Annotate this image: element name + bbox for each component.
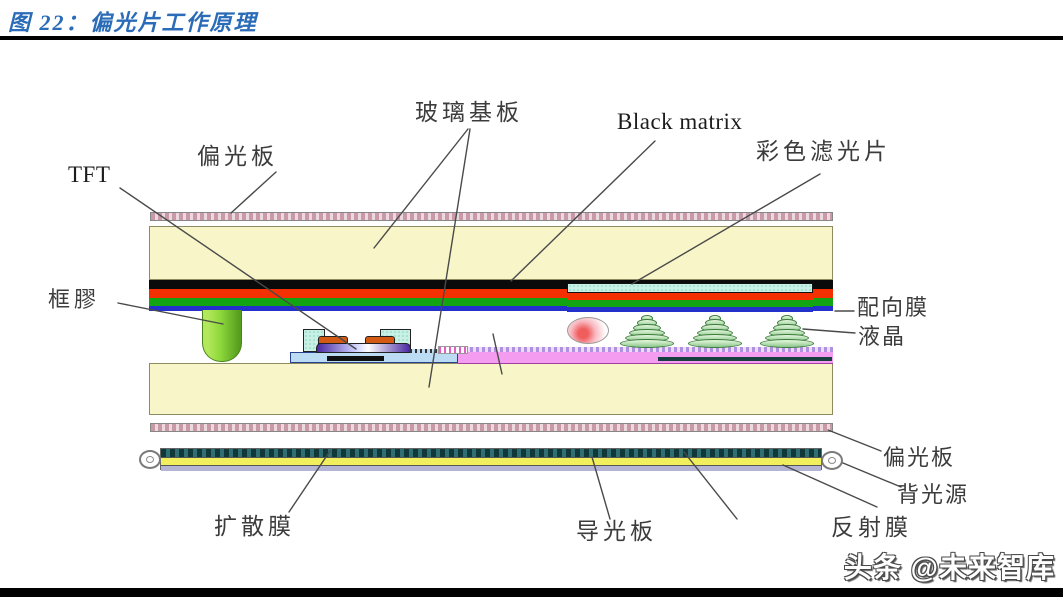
tft-hatch-block [438,346,468,354]
label-diffusion-film: 扩散膜 [214,514,295,539]
top-polarizer-layer [150,212,833,221]
backlight-lamp-left [139,450,161,469]
red-layer [149,289,833,298]
electrode-body [458,352,833,363]
tft-side-strip [410,349,438,353]
alignment-film-layer [149,306,833,311]
bottom-polarizer-layer [150,423,833,432]
bottom-alignment-film [458,347,833,352]
light-guide-plate-layer [161,457,821,466]
watermark: 头条 @未来智库 [843,552,1055,583]
liquid-crystal-stack [619,315,675,348]
spacer-ball [567,317,609,344]
label-black-matrix: Black matrix [617,109,743,134]
color-filter-region [567,280,813,312]
data-line-strip [658,357,832,361]
label-glass-substrate: 玻璃基板 [415,100,523,125]
label-liquid-crystal: 液晶 [858,324,907,349]
label-tft: TFT [68,162,111,187]
top-glass-substrate-layer [149,226,833,280]
label-bottom-polarizer: 偏光板 [883,445,956,470]
red-layer-step [567,293,813,300]
label-reflection-film: 反射膜 [831,515,912,540]
caption-divider [0,36,1063,40]
reflection-film-layer [161,466,821,471]
frame-glue-seal [202,310,242,362]
label-frame-glue: 框膠 [48,287,101,312]
liquid-crystal-stack [687,315,743,348]
tft-gate-bar [327,356,384,361]
alignment-film-step [567,307,813,312]
bottom-glass-substrate-layer [149,363,833,415]
figure-caption: 图 22：偏光片工作原理 [8,10,258,35]
black-matrix-thin [567,280,813,283]
diffusion-film-layer [161,449,821,457]
pixel-electrode-layer [458,347,833,364]
label-color-filter: 彩色滤光片 [756,139,891,164]
label-alignment-film: 配向膜 [857,295,930,320]
tft-source-pad [318,336,348,344]
bottom-divider [0,588,1063,597]
label-top-polarizer: 偏光板 [197,144,278,169]
tft-channel [316,343,411,353]
tft-drain-pad [365,336,395,344]
label-backlight-source: 背光源 [897,482,970,507]
green-layer [149,298,833,306]
black-matrix-layer [149,280,833,289]
label-light-guide-plate: 导光板 [576,519,657,544]
color-filter-layer [567,283,813,293]
backlight-lamp-right [821,451,843,470]
green-layer-step [567,300,813,307]
liquid-crystal-stack [759,315,815,348]
